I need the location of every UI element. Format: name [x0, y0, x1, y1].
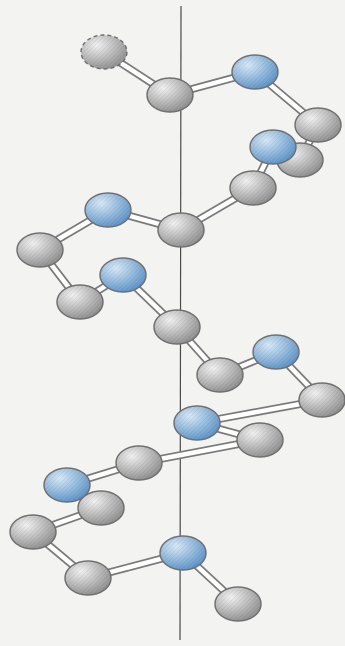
carbon-atom-a13	[153, 309, 201, 345]
carbon-atom-a10	[16, 232, 64, 268]
carbon-atom-a22	[9, 514, 57, 550]
nitrogen-atom-a17	[173, 405, 221, 441]
carbon-atom-a23	[64, 560, 112, 596]
nitrogen-atom-a24	[159, 535, 207, 571]
carbon-atom-a19	[115, 445, 163, 481]
carbon-atom-a18	[236, 422, 284, 458]
carbon-atom-a4	[294, 107, 342, 143]
ghost-atom-a1	[80, 34, 128, 70]
carbon-atom-a21	[77, 490, 125, 526]
carbon-atom-a11	[56, 284, 104, 320]
nitrogen-atom-a12	[99, 257, 147, 293]
nitrogen-atom-a9	[84, 192, 132, 228]
atoms-layer	[9, 34, 345, 622]
carbon-atom-a14	[196, 357, 244, 393]
carbon-atom-a8	[157, 212, 205, 248]
nitrogen-atom-a6	[249, 129, 297, 165]
nitrogen-atom-a15	[252, 334, 300, 370]
carbon-atom-a16	[298, 382, 345, 418]
carbon-atom-a2	[146, 77, 194, 113]
carbon-atom-a7	[229, 170, 277, 206]
carbon-atom-a25	[214, 586, 262, 622]
nitrogen-atom-a3	[231, 54, 279, 90]
nitrogen-atom-a20	[43, 467, 91, 503]
